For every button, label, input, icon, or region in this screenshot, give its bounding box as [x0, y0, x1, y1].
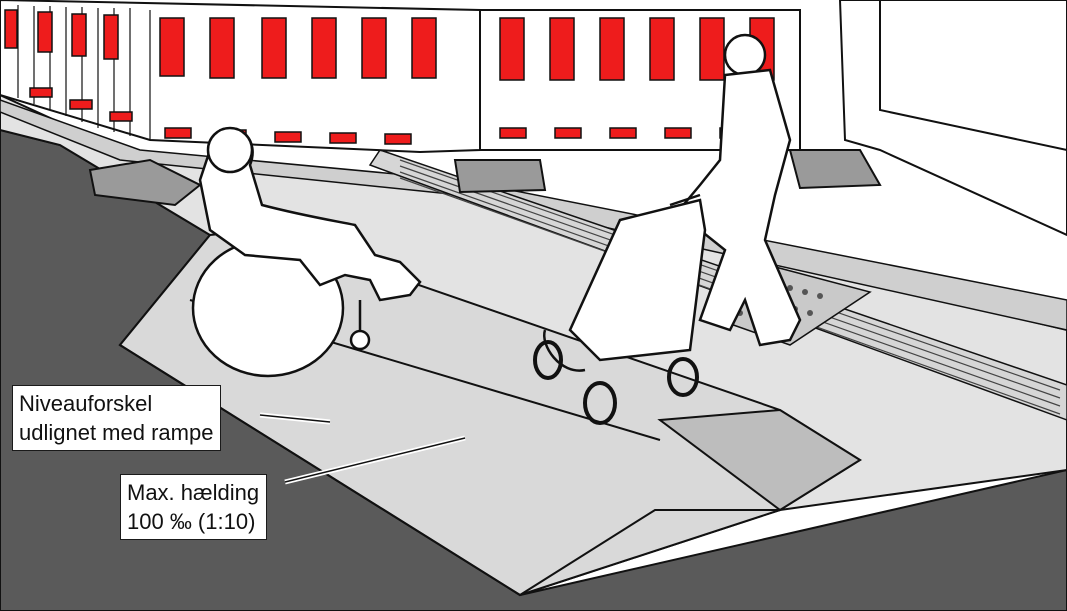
ramp-callout-label: Niveauforskel udlignet med rampe — [12, 385, 221, 451]
slope-label-line2: 100 ‰ (1:10) — [127, 507, 259, 536]
ramp-label-line1: Niveauforskel — [19, 389, 213, 418]
ramp-label-line2: udlignet med rampe — [19, 418, 213, 447]
slope-label-line1: Max. hælding — [127, 478, 259, 507]
construction-barrier — [0, 0, 800, 152]
slope-callout-label: Max. hælding 100 ‰ (1:10) — [120, 474, 267, 540]
